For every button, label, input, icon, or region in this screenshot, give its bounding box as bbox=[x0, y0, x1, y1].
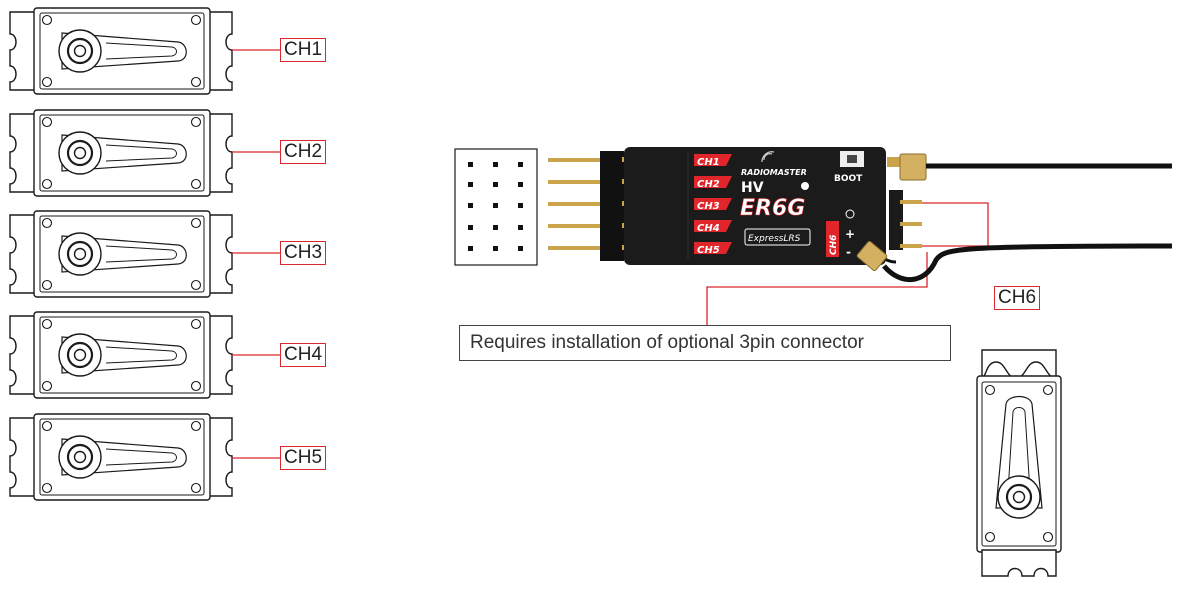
wire-ch6 bbox=[920, 202, 989, 247]
protocol-label: ExpressLRS bbox=[748, 234, 801, 244]
servo-3 bbox=[8, 209, 234, 299]
polarity-minus: - bbox=[846, 245, 851, 259]
channel-label-ch6: CH6 bbox=[994, 286, 1041, 310]
status-led bbox=[801, 182, 809, 190]
channel-label-ch5: CH5 bbox=[280, 446, 327, 470]
receiver: CH1 CH2 CH3 CH4 CH5 RADIOMASTER HV ER6G … bbox=[624, 147, 886, 265]
pin-label-4: CH4 bbox=[697, 223, 720, 234]
brand-label: RADIOMASTER bbox=[741, 168, 807, 177]
channel-label-ch3: CH3 bbox=[280, 241, 327, 265]
pin-label-5: CH5 bbox=[697, 245, 720, 256]
connector-block bbox=[454, 148, 538, 266]
channel-label-ch2: CH2 bbox=[280, 140, 327, 164]
antenna-cables bbox=[856, 153, 1173, 283]
model-label: ER6G bbox=[740, 196, 805, 221]
pin-label-1: CH1 bbox=[697, 157, 720, 168]
connector-note: Requires installation of optional 3pin c… bbox=[459, 325, 951, 361]
pin-label-3: CH3 bbox=[697, 201, 720, 212]
channel-label-ch4: CH4 bbox=[280, 343, 327, 367]
polarity-plus: + bbox=[845, 227, 855, 241]
servo-4 bbox=[8, 310, 234, 400]
signal-icon bbox=[761, 151, 775, 163]
servo-2 bbox=[8, 108, 234, 198]
boot-label: BOOT bbox=[834, 174, 863, 184]
channel-label-ch1: CH1 bbox=[280, 38, 327, 62]
servo-6 bbox=[976, 349, 1062, 577]
servo-5 bbox=[8, 412, 234, 502]
servo-1 bbox=[8, 6, 234, 96]
pin-labels: CH1 CH2 CH3 CH4 CH5 bbox=[694, 154, 732, 256]
ch6-receiver-label: CH6 bbox=[829, 235, 839, 255]
wire-note bbox=[706, 252, 928, 325]
connection-wires bbox=[232, 49, 989, 459]
pin-label-2: CH2 bbox=[697, 179, 720, 190]
variant-label: HV bbox=[741, 180, 764, 196]
